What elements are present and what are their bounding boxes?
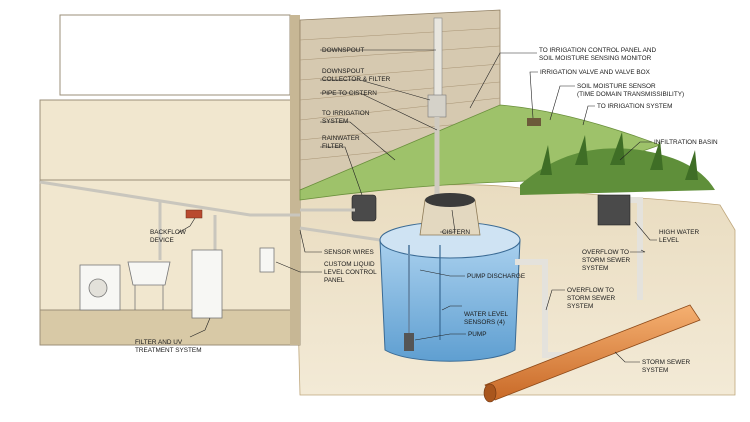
label-overflow-center-2: STORM SEWER (567, 295, 616, 302)
control-panel (259, 247, 275, 273)
label-irrigation-control-1: TO IRRIGATION CONTROL PANEL AND (539, 47, 656, 54)
infiltration-plants (520, 132, 715, 195)
diagram-labels: DOWNSPOUT DOWNSPOUT COLLECTOR & FILTER P… (135, 47, 718, 374)
label-backflow-2: DEVICE (150, 237, 174, 244)
label-filter-uv-2: TREATMENT SYSTEM (135, 347, 202, 354)
label-backflow-1: BACKFLOW (150, 229, 187, 236)
label-overflow-right-2: STORM SEWER (582, 257, 631, 264)
pump (404, 333, 414, 351)
storm-sewer-pipe (483, 304, 701, 403)
overflow-pipe-center (515, 259, 570, 358)
label-filter-uv-1: FILTER AND UV (135, 339, 183, 346)
label-overflow-center-1: OVERFLOW TO (567, 287, 614, 294)
label-infiltration-basin: INFILTRATION BASIN (654, 139, 718, 146)
label-to-irrigation-2: SYSTEM (322, 118, 348, 125)
label-soil-moisture-2: (TIME DOMAIN TRANSMISSIBILITY) (577, 91, 684, 98)
label-pipe-to-cistern: PIPE TO CISTERN (322, 90, 377, 97)
label-soil-moisture-1: SOIL MOISTURE SENSOR (577, 83, 656, 90)
label-control-panel-3: PANEL (324, 277, 345, 284)
label-downspout-collector-2: COLLECTOR & FILTER (322, 76, 391, 83)
label-water-level-2: SENSORS (4) (464, 319, 505, 326)
label-overflow-right-1: OVERFLOW TO (582, 249, 629, 256)
label-rainwater-filter-1: RAINWATER (322, 135, 360, 142)
backflow-device (185, 209, 203, 219)
washing-machine (79, 264, 121, 311)
label-rainwater-filter-2: FILTER (322, 143, 344, 150)
label-control-panel-2: LEVEL CONTROL (324, 269, 377, 276)
label-irrigation-control-2: SOIL MOISTURE SENSING MONITOR (539, 55, 652, 62)
rainwater-filter (351, 194, 377, 222)
label-to-irrigation-1: TO IRRIGATION (322, 110, 370, 117)
label-downspout-collector-1: DOWNSPOUT (322, 68, 364, 75)
upper-floor (59, 14, 291, 96)
cistern (379, 193, 521, 362)
label-cistern: CISTERN (442, 229, 470, 236)
interior-pipes (39, 180, 381, 260)
downspout-collector (427, 94, 447, 118)
label-control-panel-1: CUSTOM LIQUID (324, 261, 375, 268)
label-storm-sewer-1: STORM SEWER (642, 359, 691, 366)
irrigation-valve-box (527, 118, 541, 126)
label-to-irrigation-right: TO IRRIGATION SYSTEM (597, 103, 672, 110)
house-interior (39, 99, 301, 341)
exterior-wall (290, 15, 300, 345)
label-high-water-2: LEVEL (659, 237, 679, 244)
label-overflow-center-3: SYSTEM (567, 303, 593, 310)
label-sensor-wires: SENSOR WIRES (324, 249, 374, 256)
leader-lines (177, 49, 657, 363)
brick-courses (299, 27, 501, 161)
label-high-water-1: HIGH WATER (659, 229, 700, 236)
label-downspout: DOWNSPOUT (322, 47, 364, 54)
label-overflow-right-3: SYSTEM (582, 265, 608, 272)
label-pump-discharge: PUMP DISCHARGE (467, 273, 525, 280)
utility-sink (127, 261, 171, 310)
label-irrigation-valve: IRRIGATION VALVE AND VALVE BOX (540, 69, 651, 76)
label-pump: PUMP (468, 331, 486, 338)
label-storm-sewer-2: SYSTEM (642, 367, 668, 374)
infiltration-basin-box (597, 194, 631, 226)
label-water-level-1: WATER LEVEL (464, 311, 508, 318)
filter-uv-unit (191, 249, 223, 319)
